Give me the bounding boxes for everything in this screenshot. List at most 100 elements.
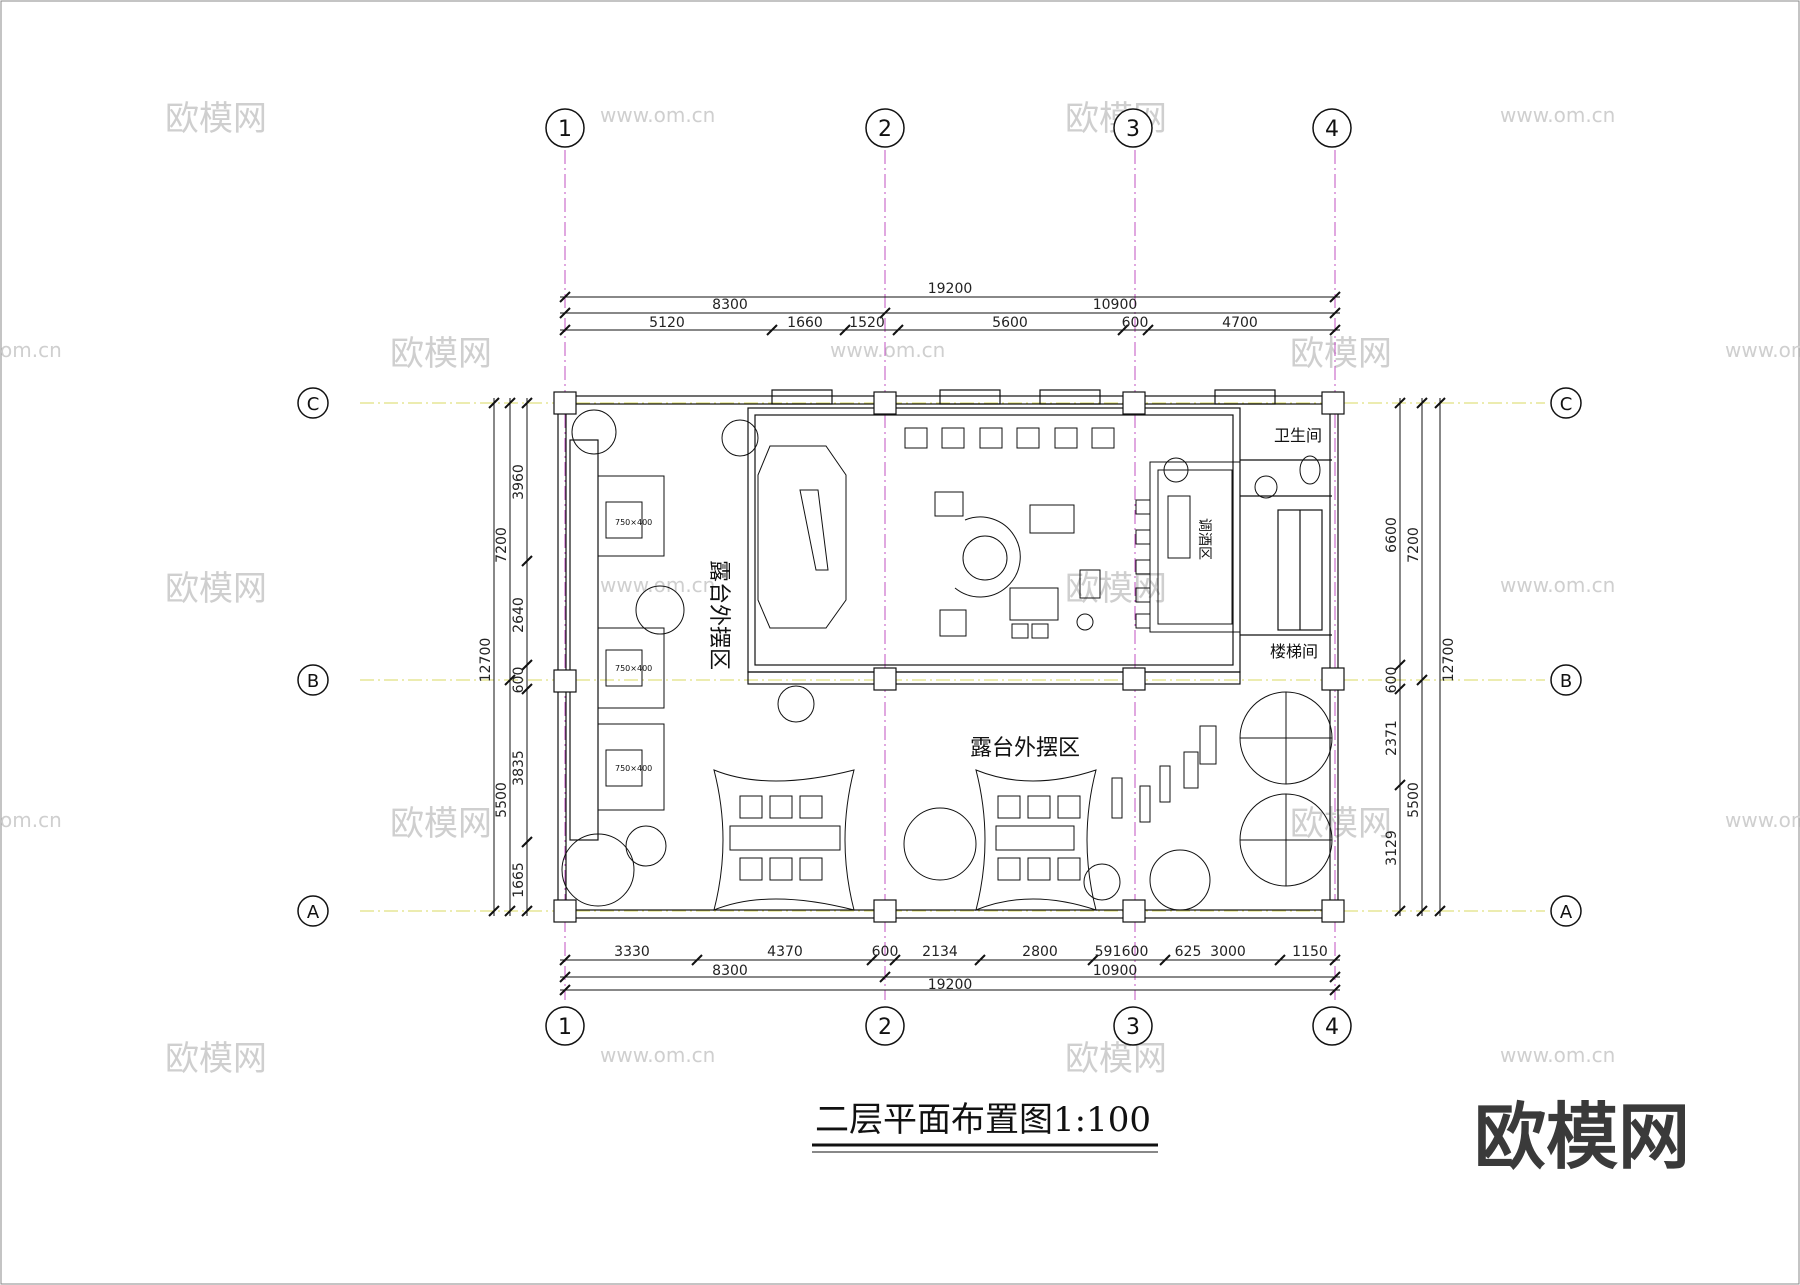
- dim-bottom-d5: 2800: [1022, 944, 1058, 960]
- axis-label-A: A: [1560, 902, 1573, 923]
- sofa-label: 750×400: [615, 764, 652, 773]
- plant: [721, 419, 759, 457]
- table: [1029, 504, 1075, 534]
- column: [1122, 391, 1146, 415]
- dim-bottom-d9: 3000: [1210, 944, 1246, 960]
- plant: [903, 807, 977, 881]
- cabana: [975, 769, 1097, 911]
- room-label-toilet: 卫生间: [1274, 426, 1322, 445]
- planter-strip: [569, 439, 599, 841]
- sofa-label: 750×400: [615, 518, 652, 527]
- axis-bubble-1-top: [545, 108, 585, 148]
- cabana: [713, 769, 855, 911]
- room-labels: 露台外摆区 露台外摆区 卫生间 楼梯间 调酒区 750×400 750×400 …: [615, 426, 1322, 773]
- dimension-labels-right: 6600 600 2371 3129 7200 5500 12700: [1384, 517, 1457, 866]
- room-label-terrace-west: 露台外摆区: [706, 560, 731, 670]
- dim-bottom-d8: 625: [1175, 944, 1202, 960]
- column: [553, 391, 577, 415]
- axis-bubble-A-left: [297, 895, 329, 927]
- building-walls: [557, 389, 1339, 919]
- watermark-url: www.om.cn: [830, 338, 945, 362]
- drawing-title: 二层平面布置图1:100: [815, 1100, 1151, 1140]
- plant: [1163, 457, 1189, 483]
- axis-label-B: B: [307, 671, 319, 692]
- axis-bubble-3-bottom: [1113, 1006, 1153, 1046]
- brand-logo: 欧模网: [1474, 1095, 1690, 1179]
- column: [1122, 667, 1146, 691]
- dim-left-sub1: 7200: [494, 527, 510, 563]
- window: [771, 389, 833, 405]
- dim-top-d4: 5600: [992, 315, 1028, 331]
- dimension-labels-top: 19200 8300 10900 5120 1660 1520 5600 600…: [649, 281, 1258, 331]
- curved-sofa: [954, 516, 1021, 598]
- column: [873, 667, 897, 691]
- axis-bubble-3-top: [1113, 108, 1153, 148]
- plant: [1149, 849, 1211, 911]
- watermark-url: www.om.cn: [1500, 103, 1615, 127]
- plant: [571, 409, 617, 455]
- column: [873, 899, 897, 923]
- sofa-label: 750×400: [615, 664, 652, 673]
- column: [553, 669, 577, 693]
- watermarks: 欧模网 www.om.cn 欧模网 www.om.cn om.cn 欧模网 ww…: [0, 99, 1800, 1079]
- column: [1321, 391, 1345, 415]
- plant: [1083, 863, 1121, 901]
- watermark-url: www.om.cn: [600, 573, 715, 597]
- plant: [561, 833, 635, 907]
- curved-counter: [799, 489, 829, 571]
- watermark-cn: 欧模网: [1065, 1039, 1167, 1079]
- dim-bottom-d6: 591: [1095, 944, 1122, 960]
- dim-top-d1: 5120: [649, 315, 685, 331]
- dim-bottom-total: 19200: [928, 977, 973, 993]
- dim-bottom-sub1: 8300: [712, 963, 748, 979]
- watermark-url: om.cn: [0, 808, 62, 832]
- axis-bubble-C-left: [297, 387, 329, 419]
- dim-left-sub2: 5500: [494, 782, 510, 818]
- axis-bubble-4-top: [1312, 108, 1352, 148]
- stool: [1076, 613, 1094, 631]
- room-label-stairs: 楼梯间: [1270, 642, 1318, 661]
- round-table: [962, 535, 1008, 581]
- table: [1079, 569, 1101, 599]
- dim-left-total: 12700: [478, 638, 494, 683]
- dim-top-sub1: 8300: [712, 297, 748, 313]
- table: [934, 491, 964, 517]
- room-label-bar: 调酒区: [1196, 518, 1212, 560]
- axis-bubble-B-right: [1550, 664, 1582, 696]
- watermark-cn: 欧模网: [165, 99, 267, 139]
- dim-left-d4: 3835: [511, 750, 527, 786]
- dim-right-sub1: 7200: [1406, 527, 1422, 563]
- axis-bubble-1-bottom: [545, 1006, 585, 1046]
- dim-left-d3: 600: [511, 667, 527, 694]
- axis-label-C: C: [307, 394, 320, 415]
- dim-bottom-d10: 1150: [1292, 944, 1328, 960]
- dim-top-d5: 600: [1122, 315, 1149, 331]
- dim-bottom-d4: 2134: [922, 944, 958, 960]
- sofa-booth: [597, 475, 665, 557]
- dim-right-d3: 2371: [1384, 720, 1400, 756]
- dimensions-right: [1394, 397, 1446, 917]
- dimensions-top: [559, 291, 1341, 336]
- watermark-cn: 欧模网: [390, 334, 492, 374]
- dim-left-d1: 3960: [511, 464, 527, 500]
- column: [1321, 667, 1345, 691]
- axis-lines: [360, 150, 1545, 1000]
- axis-bubble-B-left: [297, 664, 329, 696]
- watermark-url: www.om.cn: [600, 103, 715, 127]
- sofa-booth: [597, 627, 665, 709]
- watermark-cn: 欧模网: [1290, 804, 1392, 844]
- dim-bottom-d7: 600: [1122, 944, 1149, 960]
- axis-label-C: C: [1560, 394, 1573, 415]
- dim-right-d1: 6600: [1384, 517, 1400, 553]
- watermark-cn: 欧模网: [390, 804, 492, 844]
- window: [1214, 389, 1276, 405]
- axis-bubble-A-right: [1550, 895, 1582, 927]
- dim-right-sub2: 5500: [1406, 782, 1422, 818]
- column: [553, 899, 577, 923]
- table: [939, 609, 967, 637]
- dimensions-bottom: [559, 954, 1341, 996]
- dim-bottom-d1: 3330: [614, 944, 650, 960]
- plant: [777, 685, 815, 723]
- table: [1009, 587, 1059, 621]
